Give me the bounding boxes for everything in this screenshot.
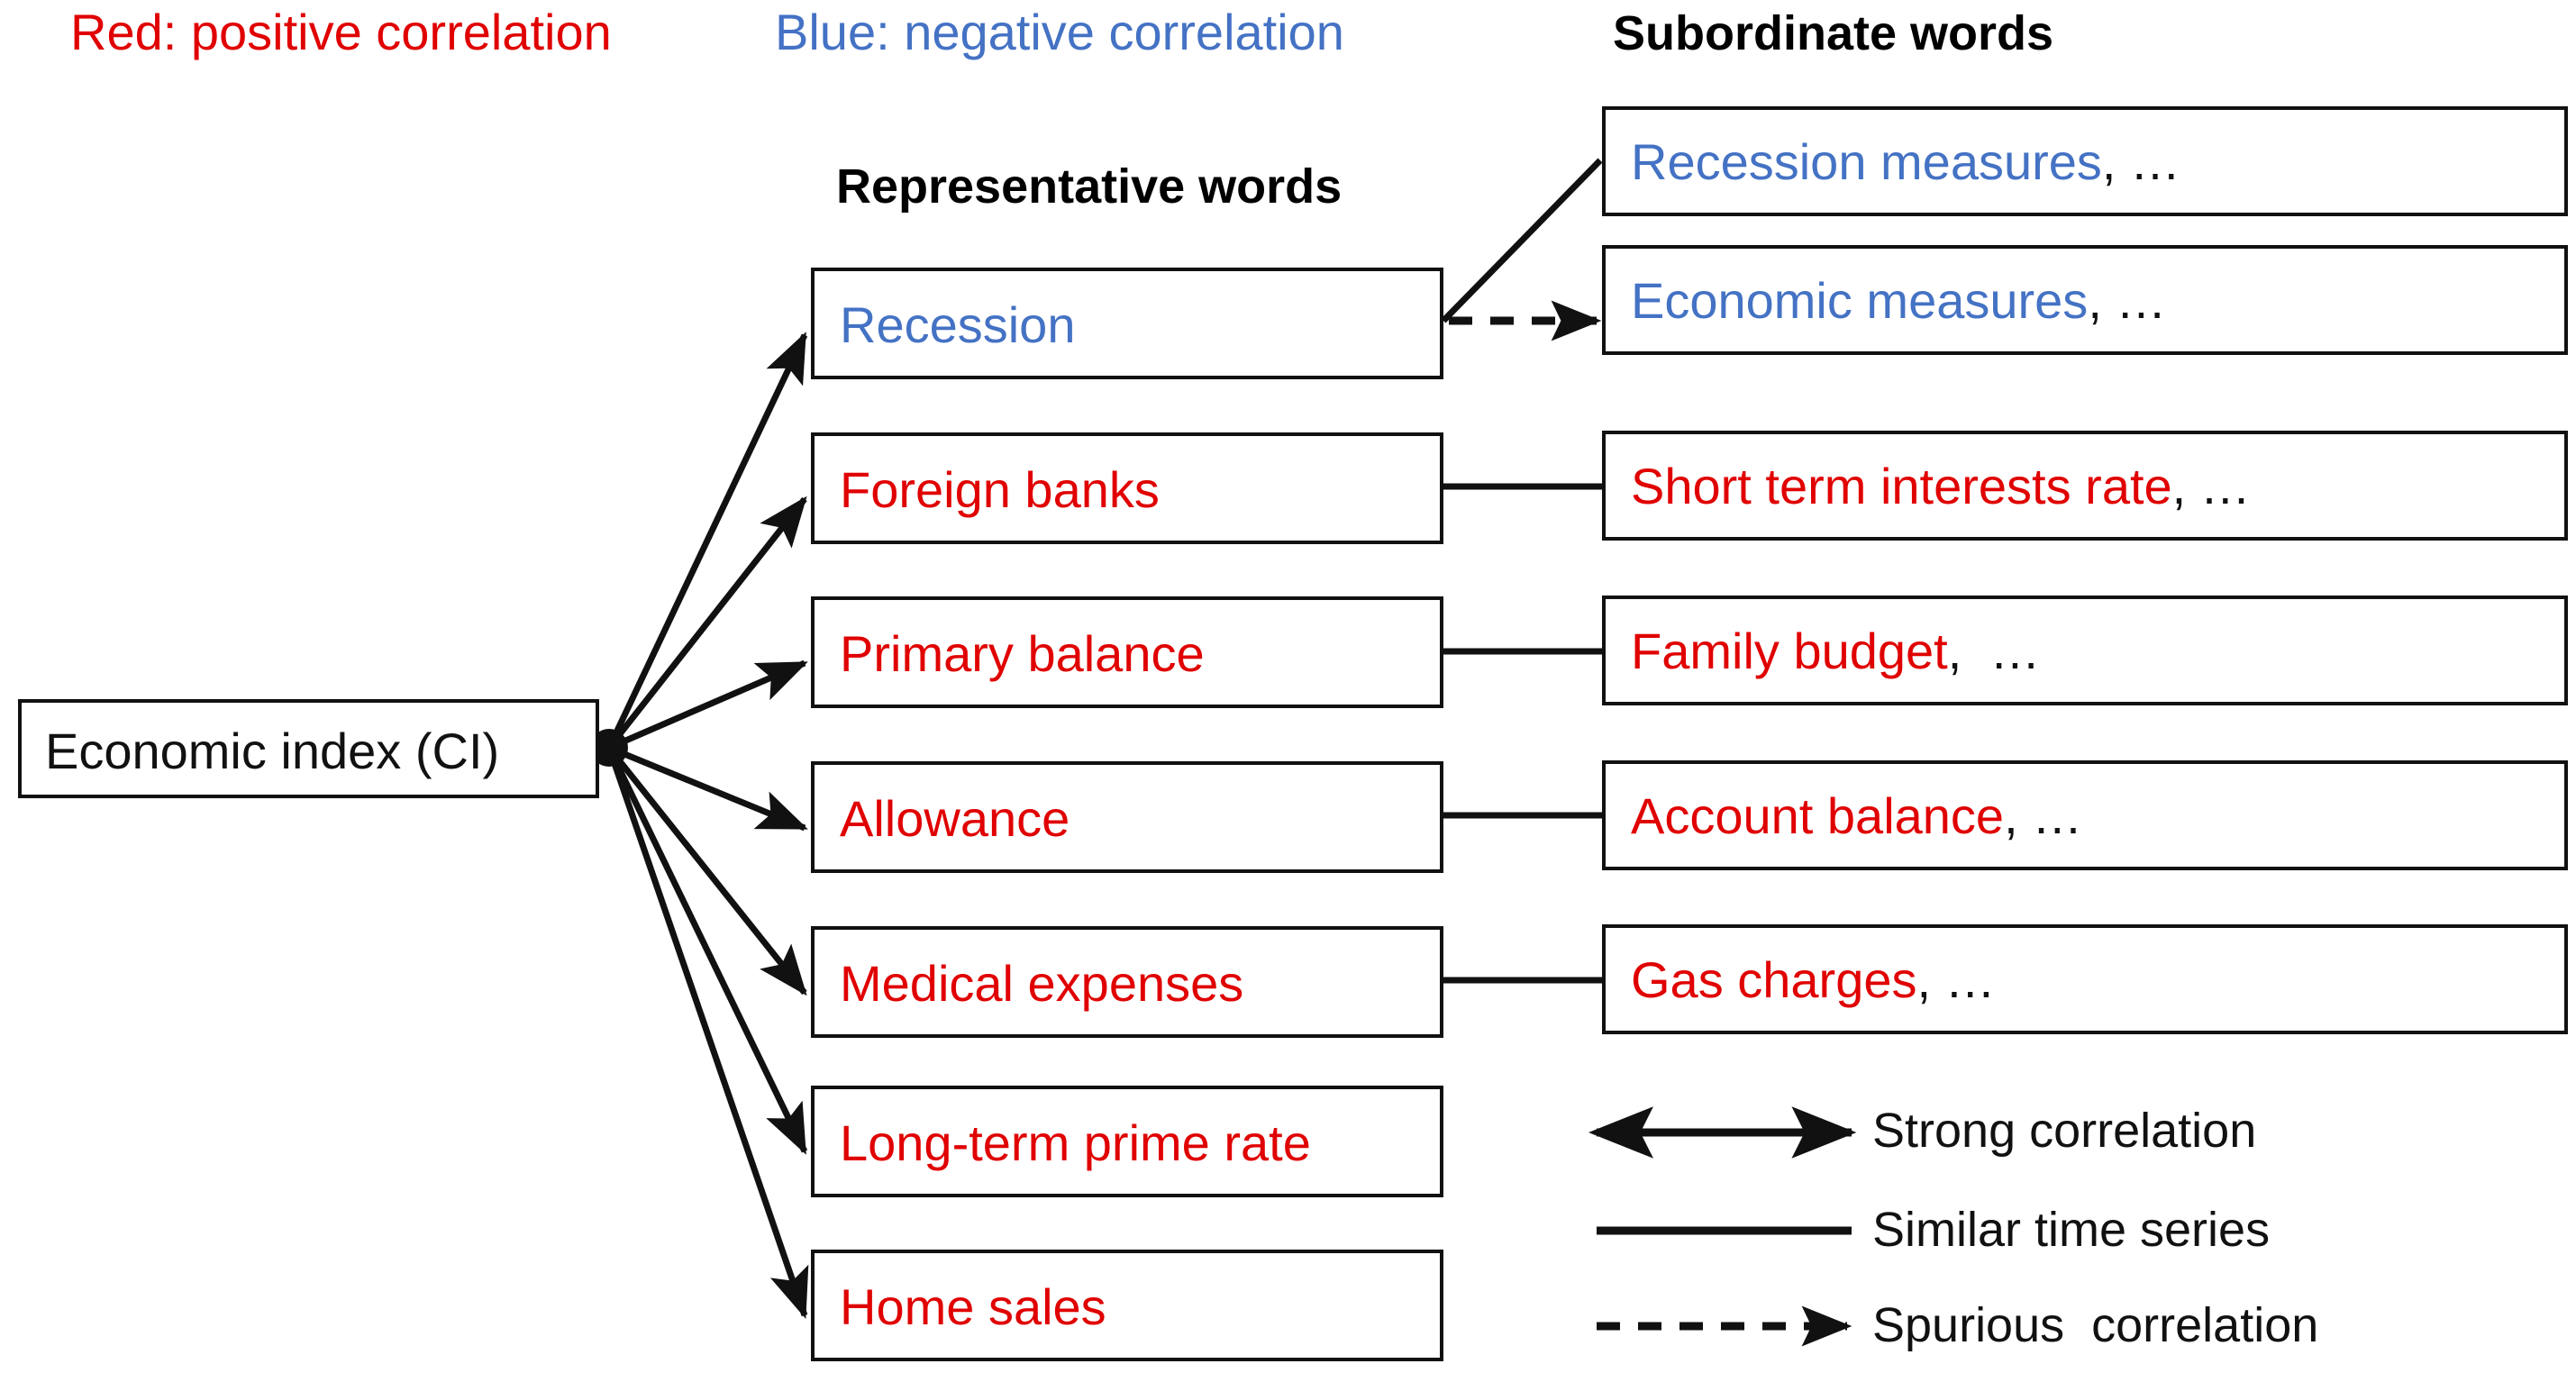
subordinate-ellipsis: , … <box>1916 951 1996 1008</box>
subordinate-label: Economic measures <box>1631 272 2089 329</box>
representative-label: Medical expenses <box>840 955 1244 1012</box>
subordinate-label: Family budget <box>1631 623 1948 679</box>
representative-box-allowance[interactable]: Allowance <box>811 761 1443 873</box>
representative-box-foreign-banks[interactable]: Foreign banks <box>811 432 1443 544</box>
similar-series-connectors <box>1443 483 1602 984</box>
subordinate-label-wrap: Account balance, … <box>1631 791 2082 841</box>
column-header-representative-words: Representative words <box>836 159 1343 214</box>
subordinate-box-gas-charges[interactable]: Gas charges, … <box>1602 924 2568 1034</box>
subordinate-box-family-budget[interactable]: Family budget, … <box>1602 596 2568 705</box>
arrow-to-long-term-prime-rate <box>605 746 808 1155</box>
arrow-to-medical-expenses <box>606 745 807 996</box>
representative-label: Primary balance <box>840 625 1205 682</box>
subordinate-label: Account balance <box>1631 787 2005 844</box>
subordinate-label-wrap: Short term interests rate, … <box>1631 461 2251 512</box>
subordinate-label: Gas charges <box>1631 951 1917 1008</box>
representative-box-recession[interactable]: Recession <box>811 268 1443 379</box>
subordinate-ellipsis: , … <box>2088 272 2167 329</box>
subordinate-label-wrap: Gas charges, … <box>1631 955 1996 1005</box>
arrow-to-home-sales <box>605 746 809 1319</box>
representative-box-primary-balance[interactable]: Primary balance <box>811 596 1443 708</box>
link-recession-to-recession-measures <box>1441 158 1603 323</box>
subordinate-label-wrap: Family budget, … <box>1631 626 2040 677</box>
representative-label: Home sales <box>840 1278 1106 1335</box>
representative-label: Long-term prime rate <box>840 1114 1311 1171</box>
subordinate-ellipsis: , … <box>2004 787 2083 844</box>
subordinate-label: Recession measures <box>1631 133 2102 190</box>
subordinate-box-economic-measures[interactable]: Economic measures, … <box>1602 245 2568 355</box>
subordinate-box-account-balance[interactable]: Account balance, … <box>1602 760 2568 870</box>
representative-box-home-sales[interactable]: Home sales <box>811 1250 1443 1361</box>
representative-box-medical-expenses[interactable]: Medical expenses <box>811 926 1443 1038</box>
root-node-label: Economic index (CI) <box>45 723 500 779</box>
root-fan-arrows <box>605 332 809 1319</box>
arrow-to-allowance <box>607 744 808 832</box>
arrow-to-foreign-banks <box>606 496 807 750</box>
legend-label-spurious-correlation: Spurious correlation <box>1872 1298 2319 1352</box>
subordinate-ellipsis: , … <box>2171 458 2251 514</box>
representative-box-long-term-prime-rate[interactable]: Long-term prime rate <box>811 1086 1443 1197</box>
subordinate-box-short-term-interests-rate[interactable]: Short term interests rate, … <box>1602 431 2568 541</box>
subordinate-ellipsis: , … <box>1947 623 2041 679</box>
legend-label-strong-correlation: Strong correlation <box>1872 1104 2257 1158</box>
subordinate-box-recession-measures[interactable]: Recession measures, … <box>1602 106 2568 216</box>
representative-label: Recession <box>840 296 1076 353</box>
root-hub-point <box>590 729 628 767</box>
representative-label: Foreign banks <box>840 461 1160 518</box>
legend-label-similar-time-series: Similar time series <box>1872 1203 2271 1257</box>
subordinate-label: Short term interests rate <box>1631 458 2172 514</box>
column-header-subordinate-words: Subordinate words <box>1613 6 2054 60</box>
legend-positive-correlation-label: Red: positive correlation <box>70 4 612 60</box>
representative-label: Allowance <box>840 790 1070 847</box>
legend-negative-correlation-label: Blue: negative correlation <box>775 4 1344 60</box>
arrow-to-primary-balance <box>607 659 808 751</box>
arrow-to-recession <box>605 332 808 750</box>
subordinate-label-wrap: Economic measures, … <box>1631 276 2166 326</box>
subordinate-ellipsis: , … <box>2101 133 2181 190</box>
root-node-economic-index[interactable]: Economic index (CI) <box>18 699 599 798</box>
subordinate-label-wrap: Recession measures, … <box>1631 137 2180 187</box>
